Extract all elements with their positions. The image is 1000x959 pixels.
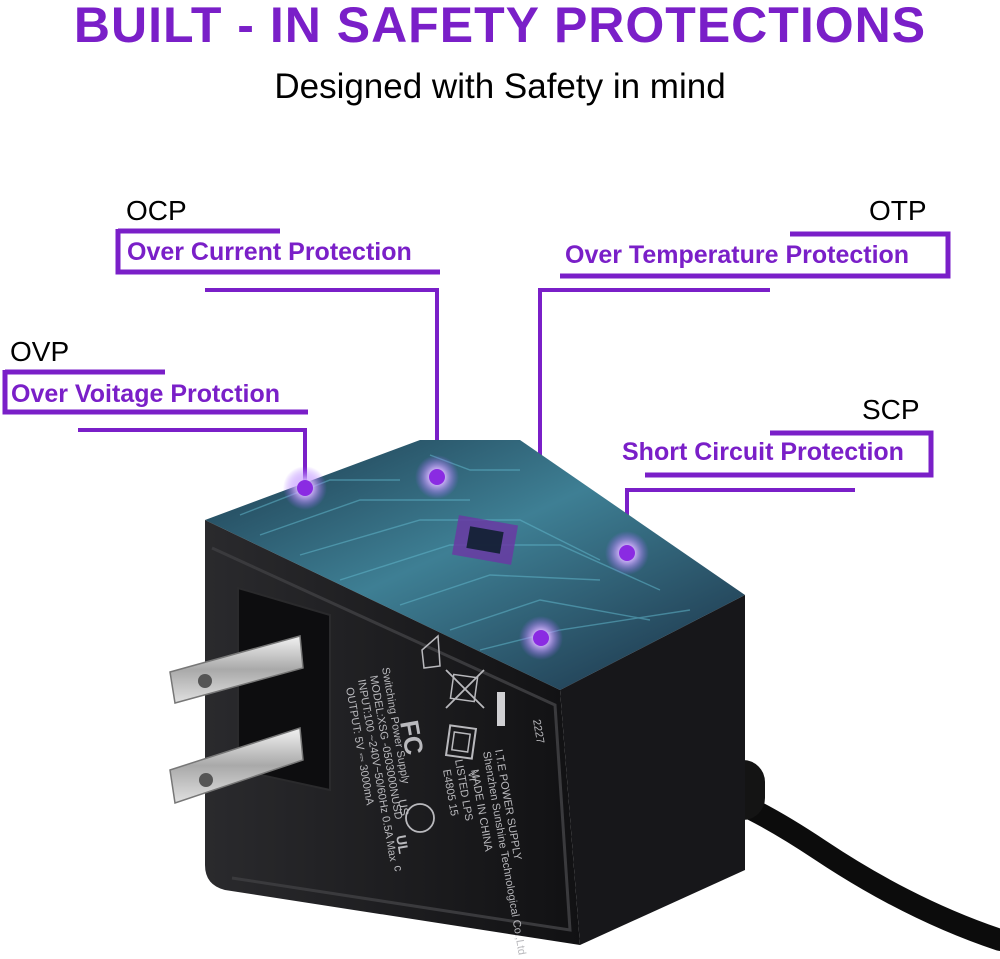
label-line-code: 2227 xyxy=(530,718,546,744)
vi-mark: VI xyxy=(465,771,477,782)
leader-lines xyxy=(78,288,855,630)
ul-mark: UL xyxy=(393,834,412,856)
plug-prongs xyxy=(169,635,304,804)
ovp-abbr: OVP xyxy=(10,336,70,367)
label-frames xyxy=(2,228,951,478)
otp-abbr: OTP xyxy=(869,195,927,226)
indoor-use-icon xyxy=(421,634,441,669)
indicator-dots xyxy=(283,455,649,660)
scp-label: Short Circuit Protection xyxy=(622,438,904,466)
page-subtitle: Designed with Safety in mind xyxy=(274,67,726,106)
ovp-label: Over Voitage Protction xyxy=(11,380,281,408)
ocp-abbr: OCP xyxy=(126,195,187,226)
label-bar-icon xyxy=(497,692,505,726)
scp-abbr: SCP xyxy=(862,394,920,425)
double-insulation-icon xyxy=(444,724,478,760)
ul-c: c xyxy=(391,864,406,872)
page-title: BUILT - IN SAFETY PROTECTIONS xyxy=(73,0,927,53)
bin-icon xyxy=(449,673,479,703)
ul-us: US xyxy=(395,798,412,817)
ocp-label: Over Current Protection xyxy=(127,238,412,266)
otp-label: Over Temperature Protection xyxy=(565,241,910,269)
fc-mark: FC xyxy=(394,718,430,758)
adapter-body xyxy=(205,440,745,945)
ul-circle-icon xyxy=(405,803,435,833)
